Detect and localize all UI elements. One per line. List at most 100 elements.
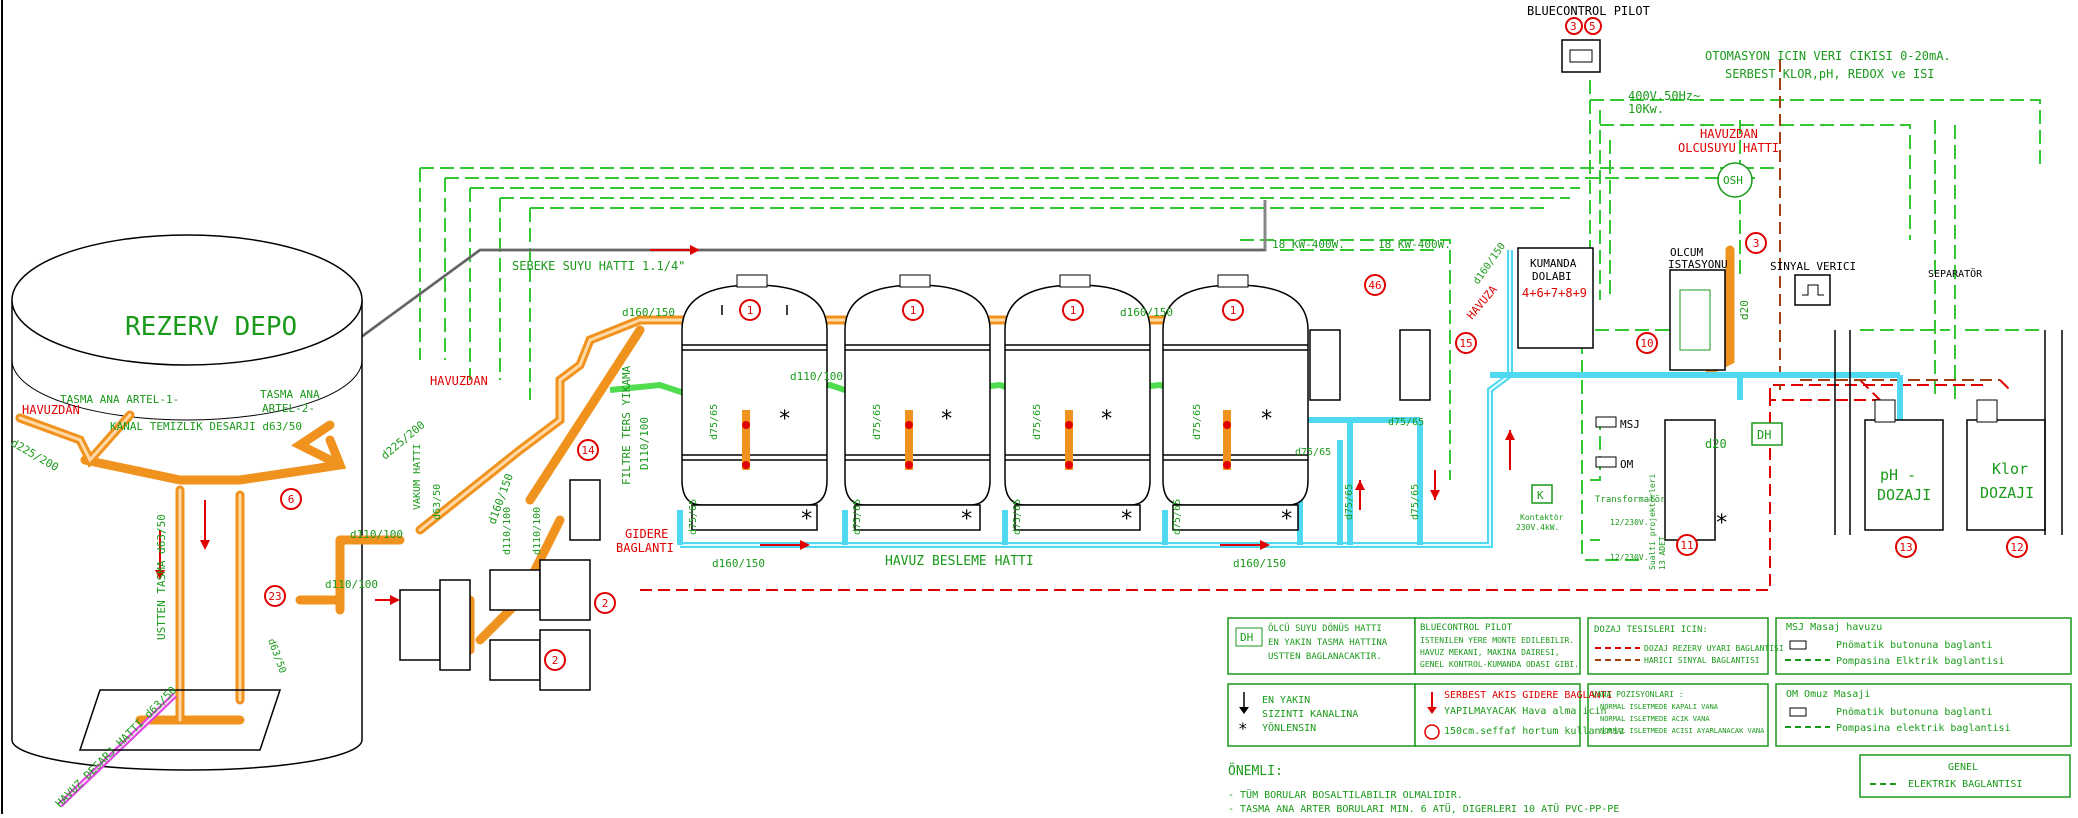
- legend-dh-line2: EN YAKIN TASMA HATTINA: [1268, 638, 1388, 648]
- sinyal-verici-label: SINYAL VERICI: [1770, 260, 1856, 273]
- legend-msj-line2: Pompasina Elktrik baglantisi: [1836, 656, 2005, 667]
- callout-15: 15: [1459, 337, 1472, 350]
- legend-boxes: [1227, 617, 2072, 798]
- svg-text:*: *: [1120, 507, 1133, 532]
- d75-65-f3: d75/65: [1032, 404, 1043, 440]
- callout-circles: [264, 17, 2028, 671]
- dh-label: DH: [1757, 428, 1771, 442]
- legend-dozaj-line2: HARICI SINYAL BAGLANTISI: [1644, 656, 1760, 665]
- k-label: K: [1537, 489, 1544, 502]
- callout-6: 6: [288, 493, 295, 506]
- legend-bc-title: BLUECONTROL PILOT: [1420, 623, 1513, 633]
- bc-callout-3: 3: [1570, 20, 1577, 33]
- callout-1a: 1: [747, 304, 754, 317]
- kw18-b: 18 KW-400W.: [1378, 238, 1451, 251]
- rezerv-depo-label: REZERV DEPO: [125, 312, 297, 342]
- callout-46: 46: [1368, 279, 1381, 292]
- havuzdan-olcu-2: OLCUSUYU HATTI: [1678, 141, 1779, 155]
- d160-150-bot1: d160/150: [712, 557, 765, 570]
- tasma2-label-2: ARTEL-2-: [262, 402, 315, 415]
- havuza-label: HAVUZA: [1464, 283, 1500, 322]
- sinyal-verici-box: [1794, 274, 1831, 306]
- callout-10: 10: [1640, 337, 1653, 350]
- separator-label: SEPARATÖR: [1928, 267, 1983, 280]
- filter-3: [1004, 274, 1151, 531]
- tasma2-label-1: TASMA ANA: [260, 388, 320, 401]
- kontaktor-1: Kontaktör: [1520, 513, 1564, 522]
- legend-vana-title: VANA POZISYONLARI :: [1592, 690, 1684, 699]
- legend-genel-title: GENEL: [1948, 762, 1978, 773]
- d75-65-b4: d75/65: [1172, 499, 1183, 535]
- svg-text:*: *: [1715, 511, 1728, 536]
- v12-b: 12/230V.: [1610, 553, 1649, 562]
- d160-150-bot2: d160/150: [1233, 557, 1286, 570]
- legend-drain-line3: YÖNLENSIN: [1262, 721, 1316, 734]
- msj-label: MSJ: [1620, 418, 1640, 431]
- otomasyon-line1: OTOMASYON ICIN VERI CIKISI 0-20mA.: [1705, 49, 1951, 63]
- d110-100-pump2: d110/100: [532, 507, 543, 555]
- legend-vana-line2: NORMAL ISLETMEDE ACIK VANA: [1600, 715, 1710, 723]
- d110-100-mid: d110/100: [790, 370, 843, 383]
- d160-150-top: d160/150: [622, 306, 675, 319]
- transformator-label: Transformatör: [1595, 495, 1666, 505]
- callout-13: 13: [1899, 541, 1912, 554]
- kumanda-label-1: KUMANDA: [1530, 257, 1577, 270]
- gidere-1: GIDERE: [625, 527, 668, 541]
- havuz-besleme: HAVUZ BESLEME HATTI: [885, 554, 1034, 569]
- legend-dh-line3: USTTEN BAGLANACAKTIR.: [1268, 652, 1382, 662]
- callout-23: 23: [268, 590, 281, 603]
- olcum-label-1: OLCUM: [1670, 246, 1703, 259]
- svg-text:*: *: [800, 507, 813, 532]
- callout-1b: 1: [910, 304, 917, 317]
- dh-box: [1751, 422, 1783, 446]
- d75-65-f1: d75/65: [709, 404, 720, 440]
- d110-100-vertical: D110/100: [638, 417, 651, 470]
- sualti-1: Sualti projektörleri: [1648, 473, 1657, 570]
- klor-dozaj-1: Klor: [1992, 460, 2028, 478]
- klor-dozaj-2: DOZAJI: [1980, 484, 2034, 502]
- kumanda-nums: 4+6+7+8+9: [1522, 286, 1587, 300]
- d110-100-a: d110/100: [350, 528, 403, 541]
- d160-150-diag: d160/150: [1471, 241, 1508, 287]
- sualti-2: 13 ADET: [1658, 536, 1667, 570]
- bc-callout-5: 5: [1589, 20, 1596, 33]
- d20-a: d20: [1738, 300, 1751, 320]
- legend-drain-line2: SIZINTI KANALINA: [1262, 709, 1358, 720]
- callout-1d: 1: [1230, 304, 1237, 317]
- tasma1-label: TASMA ANA ARTEL-1-: [60, 393, 179, 406]
- legend-dozaj-line1: DOZAJ REZERV UYARI BAGLANTISI: [1644, 644, 1784, 653]
- onemli-line1: - TÜM BORULAR BOSALTILABILIR OLMALIDIR.: [1228, 788, 1463, 801]
- kontaktor-2: 230V.4kW.: [1516, 523, 1559, 532]
- filtre-ters: FILTRE TERS YIKAMA: [620, 365, 633, 485]
- filters: [681, 274, 1309, 531]
- transformer-unit: [1664, 419, 1716, 541]
- legend-serbest-line1: SERBEST AKIS GIDERE BAGLANTI: [1444, 690, 1613, 701]
- osh-circle: [1717, 162, 1753, 198]
- svg-text:*: *: [778, 407, 791, 432]
- legend-drain-line1: EN YAKIN: [1262, 695, 1310, 706]
- power-line1: 400V.50Hz~: [1628, 89, 1700, 103]
- callout-2b: 2: [552, 654, 559, 667]
- legend-dh-line1: ÖLCÜ SUYU DÖNÜS HATTI: [1268, 623, 1382, 634]
- d20-b: d20: [1705, 437, 1727, 451]
- power-line2: 10Kw.: [1628, 102, 1664, 116]
- rezerv-depo-tank: [11, 234, 363, 771]
- legend-serbest-line2: YAPILMAYACAK Hava alma icin: [1444, 706, 1607, 717]
- d160-150-top2: d160/150: [1120, 306, 1173, 319]
- callout-14: 14: [581, 444, 595, 457]
- osh-label: OSH: [1723, 174, 1743, 187]
- ustten-tasma: USTTEN TASMA d63/50: [155, 514, 168, 640]
- pumps: [399, 479, 601, 691]
- sebeke-label: SEBEKE SUYU HATTI 1.1/4": [512, 259, 685, 273]
- d75-65-hx: d75/65: [1388, 417, 1424, 428]
- legend-dozaj-title: DOZAJ TESISLERI ICIN:: [1594, 625, 1708, 635]
- legend-bc-line1: ISTENILEN YERE MONTE EDILEBILIR.: [1420, 636, 1574, 645]
- d110-100-b: d110/100: [325, 578, 378, 591]
- onemli-title: ÖNEMLI:: [1228, 762, 1283, 779]
- om-label: OM: [1620, 458, 1634, 471]
- otomasyon-line2: SERBEST KLOR,pH, REDOX ve ISI: [1725, 67, 1935, 81]
- callout-12: 12: [2010, 541, 2023, 554]
- d75-65-f4: d75/65: [1192, 404, 1203, 440]
- svg-text:*: *: [940, 407, 953, 432]
